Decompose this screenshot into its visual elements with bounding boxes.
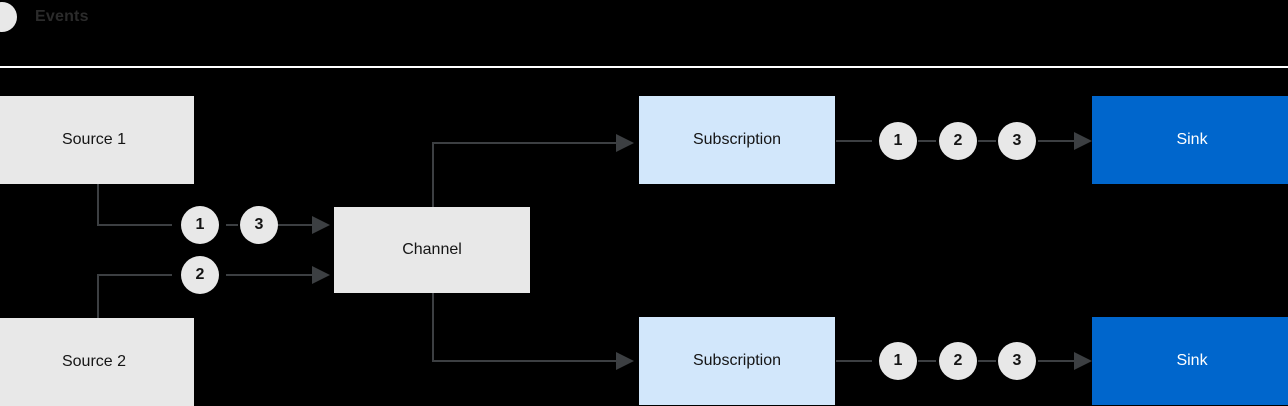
node-sink-2-label: Sink [1176, 352, 1208, 369]
event-token-label: 3 [1012, 132, 1022, 149]
event-token-label: 3 [254, 216, 264, 233]
legend-label: Events [35, 7, 89, 25]
node-sink-1-label: Sink [1176, 131, 1208, 148]
node-subscription-1[interactable]: Subscription [639, 96, 835, 184]
event-token-label: 2 [953, 132, 963, 149]
event-token-label: 1 [893, 132, 903, 149]
event-token-sub1-1: 1 [879, 122, 917, 160]
node-source-2-label: Source 2 [61, 353, 127, 370]
node-subscription-2[interactable]: Subscription [639, 317, 835, 405]
node-sink-2[interactable]: Sink [1092, 317, 1288, 405]
node-source-2[interactable]: Source 2 [0, 318, 194, 406]
event-token-sub2-2: 2 [939, 342, 977, 380]
legend: Events [0, 0, 89, 33]
event-token-source1-3: 3 [240, 206, 278, 244]
event-token-label: 3 [1012, 352, 1022, 369]
event-token-source1-1: 1 [181, 206, 219, 244]
node-channel[interactable]: Channel [334, 207, 530, 293]
header-divider [0, 66, 1288, 68]
event-token-label: 1 [195, 216, 205, 233]
event-token-source2-2: 2 [181, 256, 219, 294]
node-source-1-label: Source 1 [61, 131, 127, 148]
node-channel-label: Channel [402, 241, 462, 258]
event-token-sub1-3: 3 [998, 122, 1036, 160]
event-token-sub2-3: 3 [998, 342, 1036, 380]
event-token-label: 2 [953, 352, 963, 369]
event-token-sub2-1: 1 [879, 342, 917, 380]
node-subscription-1-label: Subscription [692, 131, 782, 148]
event-token-label: 1 [893, 352, 903, 369]
node-subscription-2-label: Subscription [692, 352, 782, 369]
event-token-label: 2 [195, 266, 205, 283]
node-sink-1[interactable]: Sink [1092, 96, 1288, 184]
event-dot-icon [0, 1, 17, 32]
node-source-1[interactable]: Source 1 [0, 96, 194, 184]
event-token-sub1-2: 2 [939, 122, 977, 160]
